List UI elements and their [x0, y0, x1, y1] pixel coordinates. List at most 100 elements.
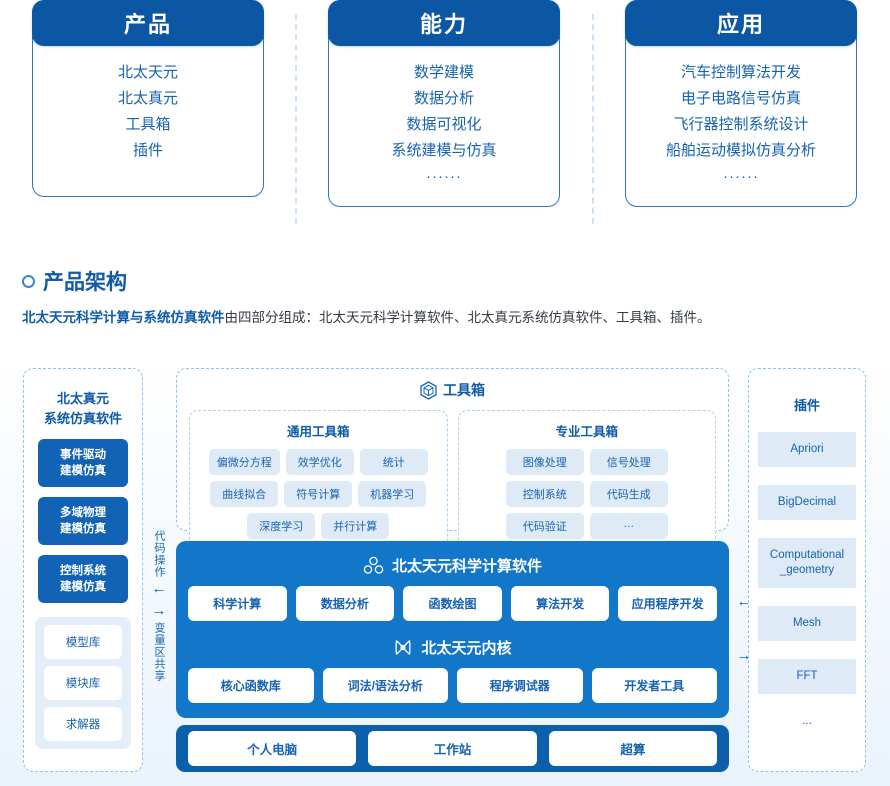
chip-machine-learning[interactable]: 机器学习 [358, 481, 427, 507]
toolbox-title-text: 工具箱 [443, 382, 485, 398]
plugin-ellipsis: ... [802, 715, 812, 727]
chip-math-optimization[interactable]: 效学优化 [285, 449, 354, 475]
professional-toolbox-chips: 图像处理 信号处理 控制系统 代码生成 代码验证 … [468, 449, 707, 539]
page-description: 北太天元科学计算与系统仿真软件由四部分组成：北太天元科学计算软件、北太真元系统仿… [22, 306, 711, 326]
list-item: 北太天元 [117, 64, 178, 81]
list-item: 数据可视化 [406, 116, 482, 133]
page-title-text: 产品架构 [43, 271, 127, 294]
plugin-mesh[interactable]: Mesh [758, 606, 856, 641]
toolbox-title: 工具箱 [177, 380, 728, 400]
scientific-software-title: 北太天元科学计算软件 [176, 541, 729, 576]
panel-simulation-software: 北太真元 系统仿真软件 事件驱动 建模仿真 多域物理 建模仿真 控制系统 建模仿… [23, 368, 143, 772]
button-algorithm-development[interactable]: 算法开发 [510, 586, 610, 621]
button-developer-tools[interactable]: 开发者工具 [591, 668, 717, 703]
chip-control-system[interactable]: 控制系统 [505, 481, 584, 507]
panel-professional-toolbox: 专业工具箱 图像处理 信号处理 控制系统 代码生成 代码验证 … [457, 410, 716, 551]
button-lexical-syntax-analysis[interactable]: 词法/语法分析 [322, 668, 448, 703]
connector-right: ← → [733, 591, 755, 667]
list-item: 数据分析 [413, 90, 474, 107]
block-multidomain-physics-modeling[interactable]: 多域物理 建模仿真 [38, 497, 128, 545]
plugin-fft[interactable]: FFT [758, 659, 856, 694]
chip-deep-learning[interactable]: 深度学习 [247, 513, 316, 539]
chip-parallel-computing[interactable]: 并行计算 [321, 513, 390, 539]
professional-toolbox-title: 专业工具箱 [555, 425, 618, 439]
connector-label-code-operation: 代码操作 [153, 530, 165, 578]
chip-pde[interactable]: 偏微分方程 [208, 449, 280, 475]
scientific-software-title-text: 北太天元科学计算软件 [391, 558, 542, 575]
plugin-bigdecimal[interactable]: BigDecimal [758, 485, 856, 520]
panel-plugins: 插件 Apriori BigDecimal Computational _geo… [748, 368, 866, 772]
kernel-title: 北太天元内核 [176, 621, 729, 658]
arrow-right-icon: → [151, 602, 167, 619]
panel-toolbox: 工具箱 通用工具箱 偏微分方程 效学优化 统计 曲线拟合 符号计算 机器学习 深… [176, 368, 729, 551]
block-label-line2: 建模仿真 [60, 581, 106, 593]
card-capabilities[interactable]: 能力 数学建模 数据分析 数据可视化 系统建模与仿真 ······ [328, 0, 560, 207]
hexagon-cube-icon [420, 380, 437, 400]
list-item: 系统建模与仿真 [391, 142, 497, 159]
chip-code-generation[interactable]: 代码生成 [589, 481, 668, 507]
block-label-line1: 事件驱动 [60, 449, 106, 461]
general-toolbox-chips: 偏微分方程 效学优化 统计 曲线拟合 符号计算 机器学习 深度学习 并行计算 [199, 449, 438, 539]
list-item: 数学建模 [413, 64, 474, 81]
list-item: 电子电路信号仿真 [680, 90, 801, 107]
block-label-line1: 多域物理 [60, 507, 106, 519]
block-event-driven-modeling[interactable]: 事件驱动 建模仿真 [38, 439, 128, 487]
card-column-capabilities: 能力 数学建模 数据分析 数据可视化 系统建模与仿真 ······ [296, 0, 592, 207]
connector-label-variable-sharing: 变量区共享 [153, 622, 165, 682]
library-group: 模型库 模块库 求解器 [35, 617, 131, 749]
three-circle-cluster-icon [363, 556, 384, 575]
card-applications[interactable]: 应用 汽车控制算法开发 电子电路信号仿真 飞行器控制系统设计 船舶运动模拟仿真分… [625, 0, 857, 207]
block-solver[interactable]: 求解器 [44, 707, 122, 741]
ring-bullet-icon [22, 274, 35, 288]
card-body-products: 北太天元 北太真元 工具箱 插件 [32, 36, 264, 197]
toolbox-row: 通用工具箱 偏微分方程 效学优化 统计 曲线拟合 符号计算 机器学习 深度学习 … [177, 400, 728, 551]
plugin-computational-geometry[interactable]: Computational _geometry [758, 538, 856, 588]
arrow-left-icon: ← [151, 580, 167, 597]
button-core-function-library[interactable]: 核心函数库 [188, 668, 314, 703]
card-body-capabilities: 数学建模 数据分析 数据可视化 系统建模与仿真 ······ [328, 36, 560, 207]
kernel-buttons: 核心函数库 词法/语法分析 程序调试器 开发者工具 [176, 658, 729, 703]
ellipsis: ······ [426, 168, 462, 185]
arrow-right-icon: → [736, 647, 752, 664]
chip-curve-fitting[interactable]: 曲线拟合 [210, 481, 279, 507]
plugins-title: 插件 [793, 398, 820, 413]
button-application-development[interactable]: 应用程序开发 [618, 586, 717, 621]
button-function-plotting[interactable]: 函数绘图 [403, 586, 502, 621]
card-divider-1 [295, 14, 297, 224]
button-debugger[interactable]: 程序调试器 [457, 668, 583, 703]
top-cards-section: 产品 北太天元 北太真元 工具箱 插件 能力 数学建模 数据分析 数据可视化 系… [0, 0, 890, 238]
list-item: 工具箱 [125, 116, 171, 133]
button-data-analysis[interactable]: 数据分析 [295, 586, 395, 621]
list-item: 插件 [132, 142, 163, 159]
chip-more[interactable]: … [589, 513, 668, 539]
plugin-apriori[interactable]: Apriori [758, 432, 856, 467]
block-label-line2: 建模仿真 [60, 523, 106, 535]
list-item: 汽车控制算法开发 [680, 64, 801, 81]
block-model-library[interactable]: 模型库 [44, 625, 122, 659]
button-supercomputer[interactable]: 超算 [548, 731, 717, 766]
panel-hardware: 个人电脑 工作站 超算 [176, 725, 729, 772]
button-workstation[interactable]: 工作站 [368, 731, 537, 766]
card-header-products: 产品 [32, 0, 264, 46]
chip-signal-processing[interactable]: 信号处理 [589, 449, 668, 475]
button-scientific-computing[interactable]: 科学计算 [188, 586, 287, 621]
card-divider-2 [592, 14, 594, 224]
button-personal-computer[interactable]: 个人电脑 [188, 731, 357, 766]
connector-left: 代码操作 ← → 变量区共享 [146, 530, 172, 710]
list-item: 船舶运动模拟仿真分析 [665, 142, 816, 159]
block-control-system-modeling[interactable]: 控制系统 建模仿真 [38, 555, 128, 603]
panel-title-line2: 系统仿真软件 [43, 411, 122, 426]
scientific-software-buttons: 科学计算 数据分析 函数绘图 算法开发 应用程序开发 [176, 576, 729, 621]
page-description-rest: 由四部分组成：北太天元科学计算软件、北太真元系统仿真软件、工具箱、插件。 [224, 310, 711, 325]
kernel-title-text: 北太天元内核 [421, 640, 512, 657]
chip-image-processing[interactable]: 图像处理 [505, 449, 584, 475]
chip-symbolic-computation[interactable]: 符号计算 [284, 481, 353, 507]
general-toolbox-title: 通用工具箱 [286, 425, 350, 439]
chip-code-verification[interactable]: 代码验证 [505, 513, 584, 539]
chip-statistics[interactable]: 统计 [359, 449, 428, 475]
card-products[interactable]: 产品 北太天元 北太真元 工具箱 插件 [32, 0, 264, 197]
panel-scientific-computing: 北太天元科学计算软件 科学计算 数据分析 函数绘图 算法开发 应用程序开发 北太… [176, 541, 729, 718]
block-module-library[interactable]: 模块库 [44, 666, 122, 700]
panel-title-simulation: 北太真元 系统仿真软件 [24, 389, 142, 429]
card-body-applications: 汽车控制算法开发 电子电路信号仿真 飞行器控制系统设计 船舶运动模拟仿真分析 ·… [625, 36, 857, 207]
